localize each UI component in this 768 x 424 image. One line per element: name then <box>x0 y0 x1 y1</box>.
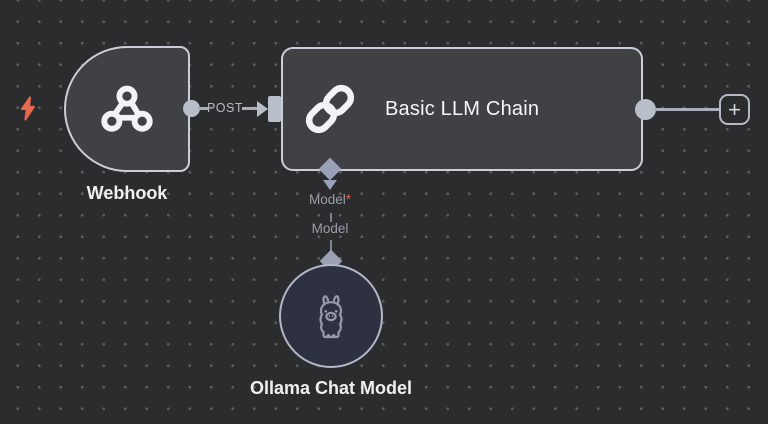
llama-icon <box>319 295 343 339</box>
model-connection-dash <box>329 213 332 222</box>
chain-output-port[interactable] <box>635 99 656 120</box>
model-connection-dash <box>329 240 332 251</box>
webhook-output-port[interactable] <box>183 100 200 117</box>
connection-post-label: POST <box>206 101 244 115</box>
chain-input-port[interactable] <box>268 96 281 122</box>
chain-link-icon <box>304 83 356 135</box>
chain-model-input-label: Model* <box>308 192 352 207</box>
required-marker: * <box>345 192 352 207</box>
connection-line[interactable] <box>198 107 208 110</box>
node-ollama-chat-model[interactable] <box>279 264 383 368</box>
connection-line <box>654 108 720 111</box>
ollama-output-port-label: Model <box>311 221 349 236</box>
node-webhook[interactable] <box>64 46 190 172</box>
add-node-button[interactable]: + <box>719 94 750 125</box>
model-port-arrow-icon <box>323 180 337 190</box>
plus-icon: + <box>728 96 741 122</box>
ollama-node-label: Ollama Chat Model <box>249 378 413 398</box>
connection-line[interactable] <box>242 107 258 110</box>
webhook-node-label: Webhook <box>86 183 168 203</box>
webhook-icon <box>101 85 153 132</box>
node-basic-llm-chain[interactable]: Basic LLM Chain <box>281 47 643 171</box>
connection-arrowhead-icon <box>257 101 268 117</box>
lightning-bolt-icon <box>20 96 35 121</box>
chain-node-title: Basic LLM Chain <box>385 97 540 120</box>
